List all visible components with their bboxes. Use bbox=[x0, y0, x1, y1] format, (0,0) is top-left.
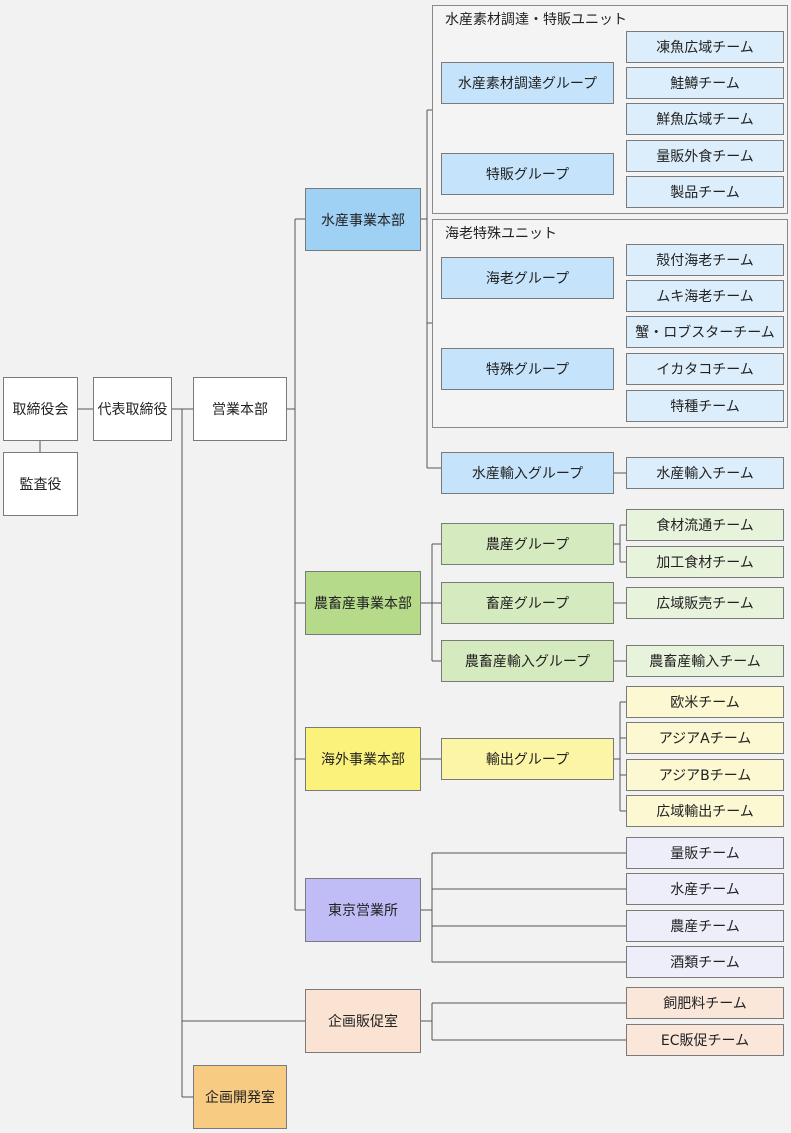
node-sales-hq[interactable]: 営業本部 bbox=[193, 377, 287, 441]
team-agri-import[interactable]: 農畜産輸入チーム bbox=[626, 645, 784, 677]
team-wide-sales[interactable]: 広域販売チーム bbox=[626, 587, 784, 619]
group-special[interactable]: 特殊グループ bbox=[441, 348, 614, 390]
group-agri-import[interactable]: 農畜産輸入グループ bbox=[441, 640, 614, 682]
node-auditor[interactable]: 監査役 bbox=[3, 452, 78, 516]
node-promo-office[interactable]: 企画販促室 bbox=[305, 989, 421, 1053]
team-food-distribution[interactable]: 食材流通チーム bbox=[626, 509, 784, 541]
team-tokyo-marine[interactable]: 水産チーム bbox=[626, 873, 784, 905]
team-ec-promo[interactable]: EC販促チーム bbox=[626, 1024, 784, 1056]
group-marine-import[interactable]: 水産輸入グループ bbox=[441, 452, 614, 494]
group-shrimp[interactable]: 海老グループ bbox=[441, 257, 614, 299]
node-planning-office[interactable]: 企画開発室 bbox=[193, 1065, 287, 1129]
team-tokyo-agri[interactable]: 農産チーム bbox=[626, 910, 784, 942]
group-livestock[interactable]: 畜産グループ bbox=[441, 582, 614, 624]
team-squid-octopus[interactable]: イカタコチーム bbox=[626, 353, 784, 385]
team-shell-shrimp[interactable]: 殻付海老チーム bbox=[626, 244, 784, 276]
group-special-sales[interactable]: 特販グループ bbox=[441, 153, 614, 195]
team-fresh-fish[interactable]: 鮮魚広域チーム bbox=[626, 103, 784, 135]
team-frozen-fish[interactable]: 凍魚広域チーム bbox=[626, 31, 784, 63]
team-processed-food[interactable]: 加工食材チーム bbox=[626, 546, 784, 578]
team-salmon-trout[interactable]: 鮭鱒チーム bbox=[626, 67, 784, 99]
team-marine-import[interactable]: 水産輸入チーム bbox=[626, 457, 784, 489]
node-overseas-division[interactable]: 海外事業本部 bbox=[305, 727, 421, 791]
node-marine-division[interactable]: 水産事業本部 bbox=[305, 188, 421, 251]
node-ceo[interactable]: 代表取締役 bbox=[93, 377, 172, 441]
team-peeled-shrimp[interactable]: ムキ海老チーム bbox=[626, 280, 784, 312]
team-asia-a[interactable]: アジアAチーム bbox=[626, 722, 784, 754]
team-special-kinds[interactable]: 特種チーム bbox=[626, 390, 784, 422]
node-tokyo-office[interactable]: 東京営業所 bbox=[305, 878, 421, 942]
team-tokyo-mass[interactable]: 量販チーム bbox=[626, 837, 784, 869]
node-board[interactable]: 取締役会 bbox=[3, 377, 78, 441]
team-crab-lobster[interactable]: 蟹・ロブスターチーム bbox=[626, 316, 784, 348]
node-agri-division[interactable]: 農畜産事業本部 bbox=[305, 571, 421, 635]
team-wide-export[interactable]: 広域輸出チーム bbox=[626, 795, 784, 827]
team-asia-b[interactable]: アジアBチーム bbox=[626, 759, 784, 791]
team-feed-fertilizer[interactable]: 飼肥料チーム bbox=[626, 987, 784, 1019]
team-mass-food[interactable]: 量販外食チーム bbox=[626, 140, 784, 172]
unit-title: 水産素材調達・特販ユニット bbox=[445, 12, 627, 28]
team-products[interactable]: 製品チーム bbox=[626, 176, 784, 208]
group-export[interactable]: 輸出グループ bbox=[441, 738, 614, 780]
group-agri[interactable]: 農産グループ bbox=[441, 523, 614, 565]
group-marine-sourcing[interactable]: 水産素材調達グループ bbox=[441, 62, 614, 104]
unit-title: 海老特殊ユニット bbox=[445, 226, 557, 242]
team-europe-us[interactable]: 欧米チーム bbox=[626, 686, 784, 718]
team-tokyo-liquor[interactable]: 酒類チーム bbox=[626, 946, 784, 978]
